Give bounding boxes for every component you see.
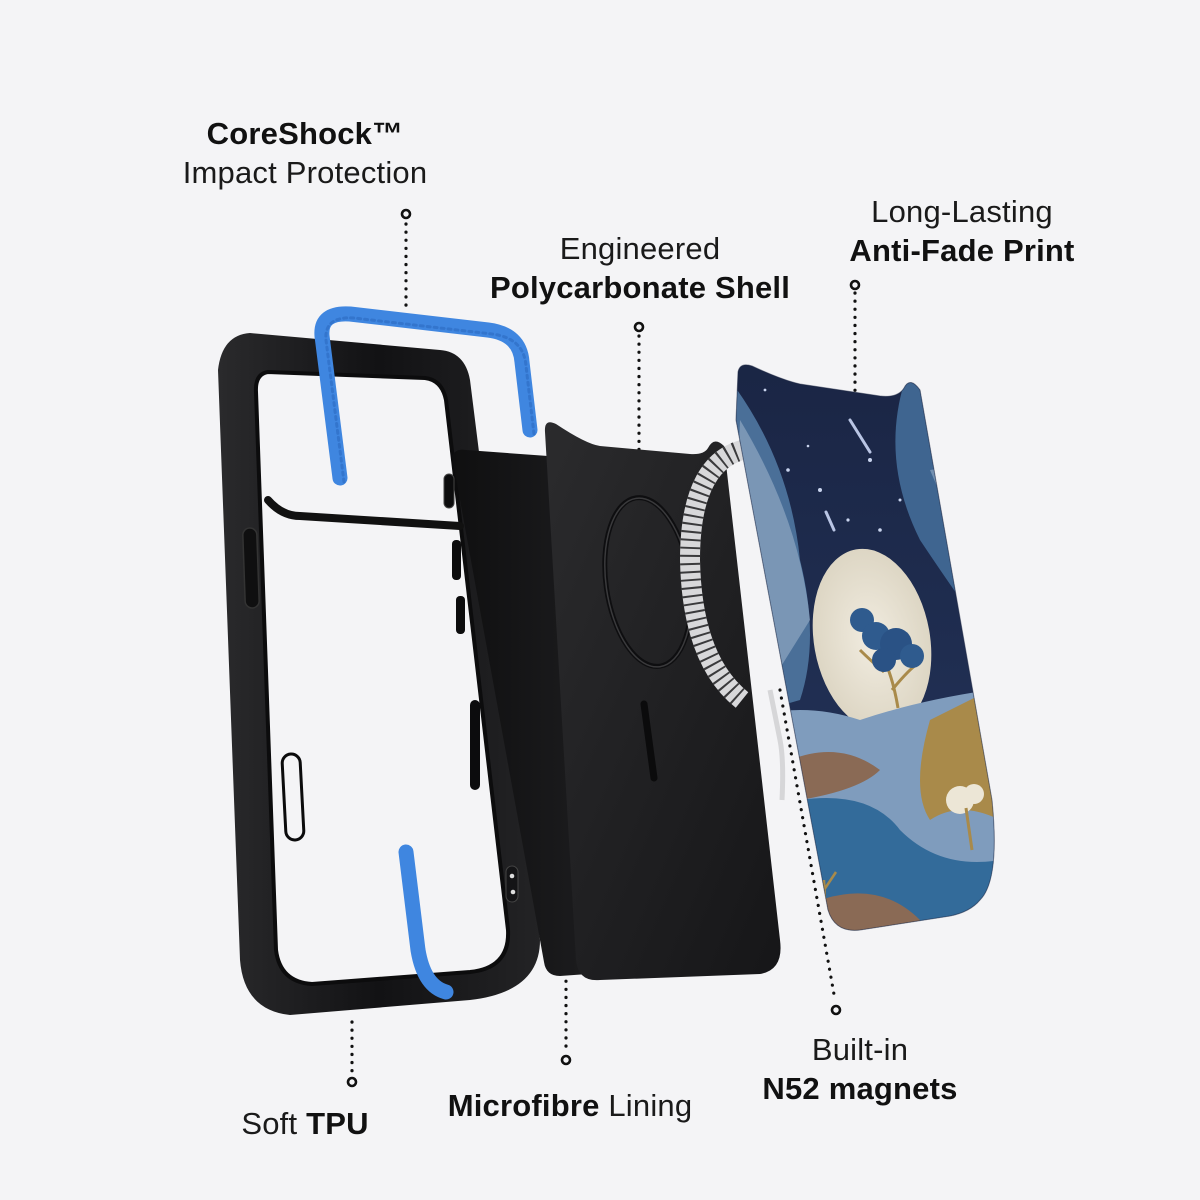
polycarbonate-shell bbox=[544, 422, 786, 981]
moon-tree bbox=[850, 608, 924, 709]
microfibre-suffix: Lining bbox=[599, 1088, 693, 1123]
n52-magnet-ring bbox=[679, 438, 754, 708]
leader-lines bbox=[350, 222, 857, 1074]
anti-fade-subtitle: Anti-Fade Print bbox=[849, 233, 1075, 268]
feature-label-polycarbonate: Engineered Polycarbonate Shell bbox=[470, 229, 810, 307]
tpu-bumper-frame bbox=[218, 333, 540, 1015]
polycarbonate-title: Engineered bbox=[559, 231, 721, 266]
microfibre-emphasis: Microfibre bbox=[447, 1088, 600, 1123]
coreshock-subtitle: Impact Protection bbox=[182, 155, 428, 190]
feature-label-coreshock: CoreShock™ Impact Protection bbox=[140, 114, 470, 192]
microfibre-lining bbox=[452, 449, 600, 977]
tpu-prefix: Soft bbox=[241, 1106, 307, 1141]
polycarbonate-subtitle: Polycarbonate Shell bbox=[489, 270, 791, 305]
anti-fade-title: Long-Lasting bbox=[871, 194, 1053, 229]
coreshock-title: CoreShock™ bbox=[206, 116, 404, 151]
coreshock-inserts bbox=[314, 306, 538, 1000]
magnets-subtitle: N52 magnets bbox=[762, 1071, 958, 1106]
feature-label-magnets: Built-in N52 magnets bbox=[730, 1030, 990, 1108]
feature-label-microfibre: Microfibre Lining bbox=[410, 1086, 730, 1125]
feature-label-anti-fade: Long-Lasting Anti-Fade Print bbox=[822, 192, 1102, 270]
leader-endpoints bbox=[346, 208, 861, 1088]
feature-label-tpu: Soft TPU bbox=[200, 1104, 410, 1143]
tpu-emphasis: TPU bbox=[306, 1106, 369, 1141]
magnets-title: Built-in bbox=[811, 1032, 909, 1067]
